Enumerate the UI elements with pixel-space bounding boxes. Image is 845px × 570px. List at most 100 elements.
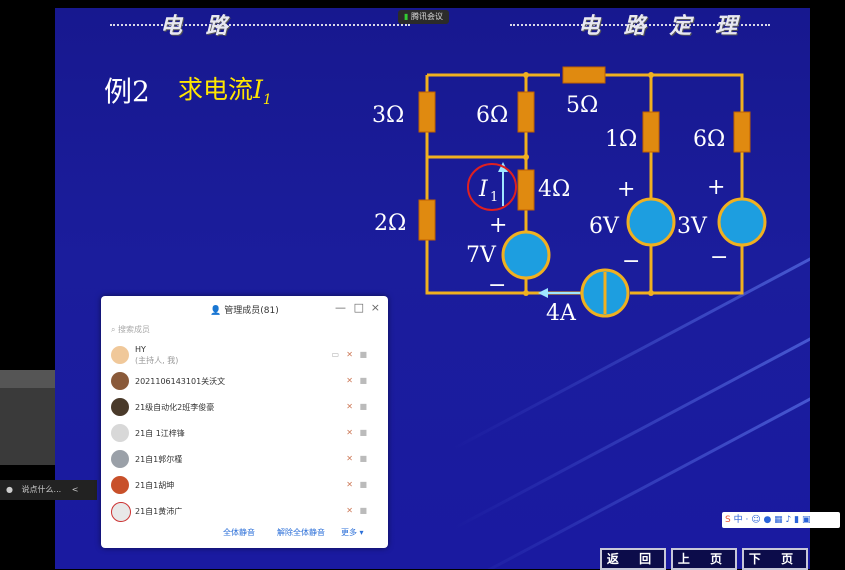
- members-icon: 👤: [210, 306, 222, 316]
- close-button[interactable]: ×: [370, 301, 380, 314]
- more-button[interactable]: 更多 ▾: [341, 527, 364, 538]
- resistor-5ohm: [562, 66, 606, 84]
- header-left-title: 电 路: [160, 13, 236, 39]
- label-4a: 4A: [546, 301, 577, 326]
- task-text: 求电流: [178, 75, 254, 104]
- mic-muted-icon[interactable]: ✕: [346, 428, 353, 437]
- label-6ohm-a: 6Ω: [476, 103, 508, 128]
- task-var: I: [253, 75, 263, 104]
- member-name: 2021106143101关沃文: [135, 377, 226, 386]
- member-panel: 👤 管理成员(81) — □ × ⌕ 搜索成员 HY (主持人, 我) ▭ ✕ …: [101, 296, 388, 548]
- header-right-title: 电 路 定 理: [578, 13, 745, 39]
- resistor-6ohm-a: [517, 91, 535, 133]
- resistor-2ohm: [418, 199, 436, 241]
- camera-icon[interactable]: ■: [359, 480, 367, 489]
- task-sub: 1: [262, 92, 272, 108]
- ime-tools-icon: · ☺ ● ▦ ♪ ▮ ▣: [745, 515, 811, 525]
- mute-all-button[interactable]: 全体静音: [223, 528, 255, 537]
- camera-icon[interactable]: ■: [359, 402, 367, 411]
- meeting-badge[interactable]: ▮ 腾讯会议: [398, 10, 449, 24]
- camera-icon[interactable]: ■: [359, 454, 367, 463]
- member-name: 21自 1江梓锋: [135, 429, 185, 438]
- member-row[interactable]: 2021106143101关沃文 ✕ ■: [111, 370, 381, 396]
- avatar: [111, 398, 129, 416]
- chat-input-bar[interactable]: ● 说点什么... <: [0, 480, 97, 500]
- panel-title: 👤 管理成员(81): [101, 303, 388, 316]
- member-search-input[interactable]: ⌕ 搜索成员: [111, 323, 376, 337]
- sogou-icon: S: [725, 515, 731, 525]
- avatar: [111, 476, 129, 494]
- more-label: 更多: [341, 528, 357, 537]
- plus-6v: +: [617, 177, 635, 202]
- label-6v: 6V: [589, 214, 620, 239]
- video-tile-header: [0, 370, 55, 388]
- label-6ohm-b: 6Ω: [693, 127, 725, 152]
- example-label: 例2: [104, 75, 150, 108]
- label-3v: 3V: [677, 214, 708, 239]
- chat-icon: ●: [6, 485, 13, 494]
- member-row[interactable]: HY (主持人, 我) ▭ ✕ ■: [111, 344, 381, 370]
- camera-icon[interactable]: ■: [359, 376, 367, 385]
- arrow-left-icon: [538, 288, 548, 298]
- resistor-4ohm: [517, 169, 535, 211]
- voltage-source-7v: [501, 230, 551, 280]
- collapse-chat-button[interactable]: <: [71, 485, 79, 494]
- video-tile[interactable]: [0, 370, 55, 465]
- mic-muted-icon[interactable]: ✕: [346, 376, 353, 385]
- member-row[interactable]: 21自1黄沛广 ✕ ■: [111, 500, 381, 526]
- mic-muted-icon[interactable]: ✕: [346, 402, 353, 411]
- camera-icon[interactable]: ■: [359, 506, 367, 515]
- label-2ohm: 2Ω: [374, 211, 406, 236]
- screen-icon: ▭: [331, 350, 339, 359]
- avatar: [111, 346, 129, 364]
- mic-muted-icon[interactable]: ✕: [346, 506, 353, 515]
- mic-muted-icon[interactable]: ✕: [346, 480, 353, 489]
- header-divider-left: [110, 24, 410, 28]
- maximize-button[interactable]: □: [353, 301, 364, 314]
- member-row[interactable]: 21自1胡坤 ✕ ■: [111, 474, 381, 500]
- chevron-down-icon: ▾: [359, 528, 364, 537]
- camera-icon[interactable]: ■: [359, 350, 367, 359]
- member-name: 21自1胡坤: [135, 481, 175, 490]
- search-placeholder: 搜索成员: [118, 325, 151, 334]
- minimize-button[interactable]: —: [335, 301, 346, 314]
- voltage-source-3v: [717, 197, 767, 247]
- avatar: [111, 372, 129, 390]
- prev-page-button[interactable]: 上 页: [671, 548, 737, 570]
- member-row[interactable]: 21自1郭尔槿 ✕ ■: [111, 448, 381, 474]
- minus-6v: −: [622, 249, 640, 274]
- signal-icon: ▮: [404, 12, 409, 21]
- label-7v: 7V: [466, 243, 497, 268]
- panel-titlebar: 👤 管理成员(81) — □ ×: [101, 296, 388, 320]
- label-3ohm: 3Ω: [372, 103, 404, 128]
- next-page-button[interactable]: 下 页: [742, 548, 808, 570]
- plus-7v: +: [489, 213, 507, 238]
- ime-toolbar[interactable]: S 中 · ☺ ● ▦ ♪ ▮ ▣: [722, 512, 840, 528]
- camera-icon[interactable]: ■: [359, 428, 367, 437]
- mic-muted-icon[interactable]: ✕: [346, 454, 353, 463]
- unmute-all-button[interactable]: 解除全体静音: [277, 528, 325, 537]
- avatar: [111, 450, 129, 468]
- minus-3v: −: [710, 245, 728, 270]
- member-row[interactable]: 21级自动化2班李俊豪 ✕■: [111, 396, 381, 422]
- red-annotation-circle: [467, 163, 517, 211]
- panel-footer: 全体静音 解除全体静音 更多 ▾: [101, 518, 388, 548]
- member-note: (主持人, 我): [135, 356, 179, 365]
- resistor-1ohm: [642, 111, 660, 153]
- plus-3v: +: [707, 175, 725, 200]
- mic-muted-icon[interactable]: ✕: [346, 350, 353, 359]
- search-icon: ⌕: [111, 325, 116, 334]
- member-row[interactable]: 21自 1江梓锋 ✕ ■: [111, 422, 381, 448]
- member-name: HY: [135, 345, 146, 354]
- label-5ohm: 5Ω: [566, 93, 598, 118]
- ime-mode-label[interactable]: 中: [733, 515, 743, 525]
- label-4ohm: 4Ω: [538, 177, 570, 202]
- label-i1: I: [478, 177, 489, 202]
- avatar: [111, 424, 129, 442]
- back-button[interactable]: 返 回: [600, 548, 666, 570]
- member-name: 21自1郭尔槿: [135, 455, 183, 464]
- chat-placeholder: 说点什么...: [21, 485, 62, 494]
- member-name: 21自1黄沛广: [135, 507, 183, 516]
- meeting-badge-label: 腾讯会议: [410, 12, 443, 21]
